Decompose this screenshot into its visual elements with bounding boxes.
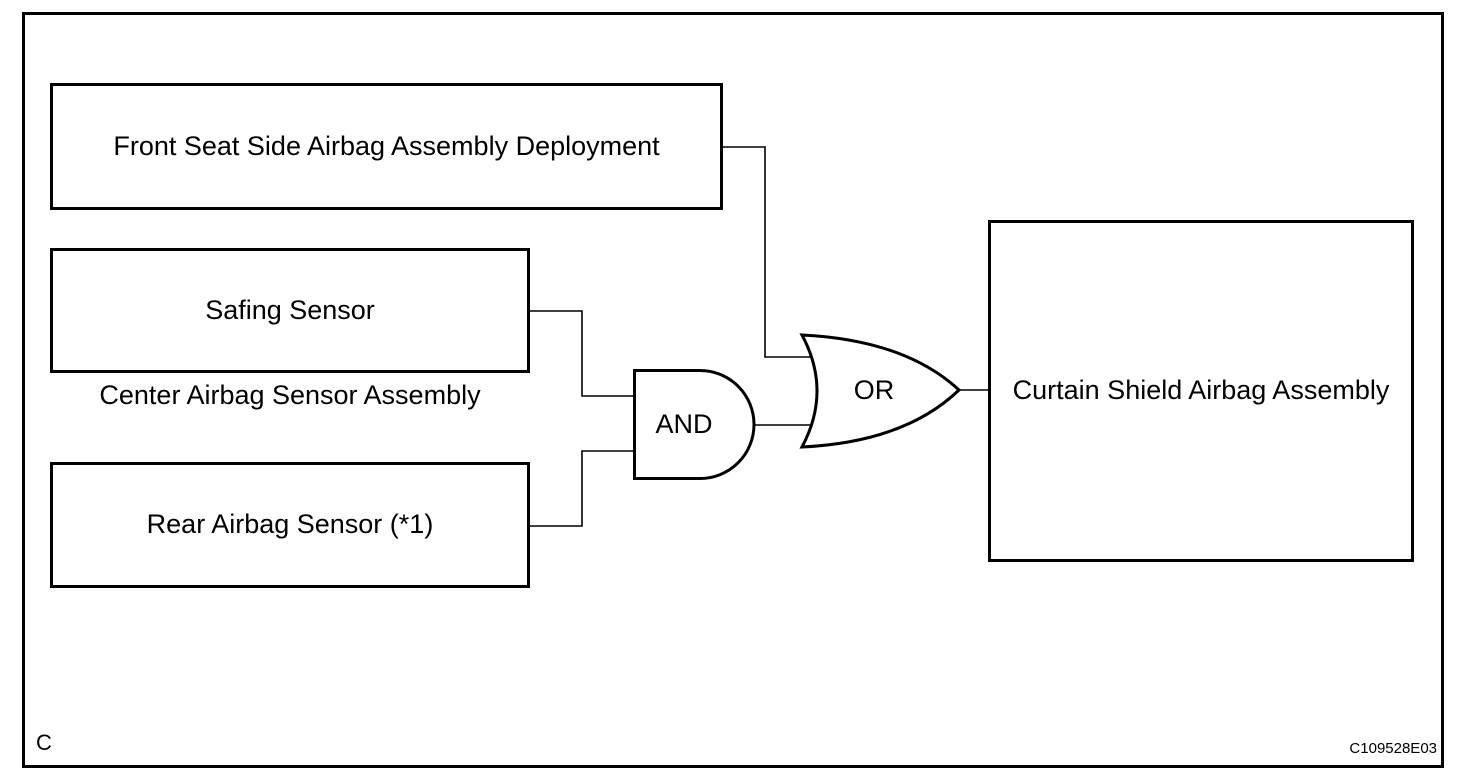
figure-code: C109528E03 <box>1349 740 1437 757</box>
box-safing-label: Safing Sensor <box>205 294 375 325</box>
or-gate-shape <box>799 333 962 449</box>
or-gate-label: OR <box>853 375 895 405</box>
wire-safing-to-and <box>530 310 636 397</box>
box-safing-sensor: Safing Sensor <box>50 248 530 373</box>
box-curtain-shield-airbag-assembly: Curtain Shield Airbag Assembly <box>988 220 1414 562</box>
box-front-seat-side-airbag-deployment: Front Seat Side Airbag Assembly Deployme… <box>50 83 723 210</box>
box-front-label: Front Seat Side Airbag Assembly Deployme… <box>113 130 660 161</box>
box-rear-airbag-sensor: Rear Airbag Sensor (*1) <box>50 462 530 588</box>
label-center-airbag-sensor-assembly: Center Airbag Sensor Assembly <box>99 380 481 410</box>
diagram-border <box>22 12 1444 768</box>
and-gate-shape <box>633 369 756 480</box>
corner-letter: C <box>36 730 52 755</box>
box-curtain-label: Curtain Shield Airbag Assembly <box>1012 375 1390 406</box>
wire-rear-to-and <box>530 450 636 527</box>
box-rear-label: Rear Airbag Sensor (*1) <box>146 509 434 540</box>
wire-front-to-or <box>723 146 813 358</box>
and-gate-label: AND <box>655 409 713 439</box>
